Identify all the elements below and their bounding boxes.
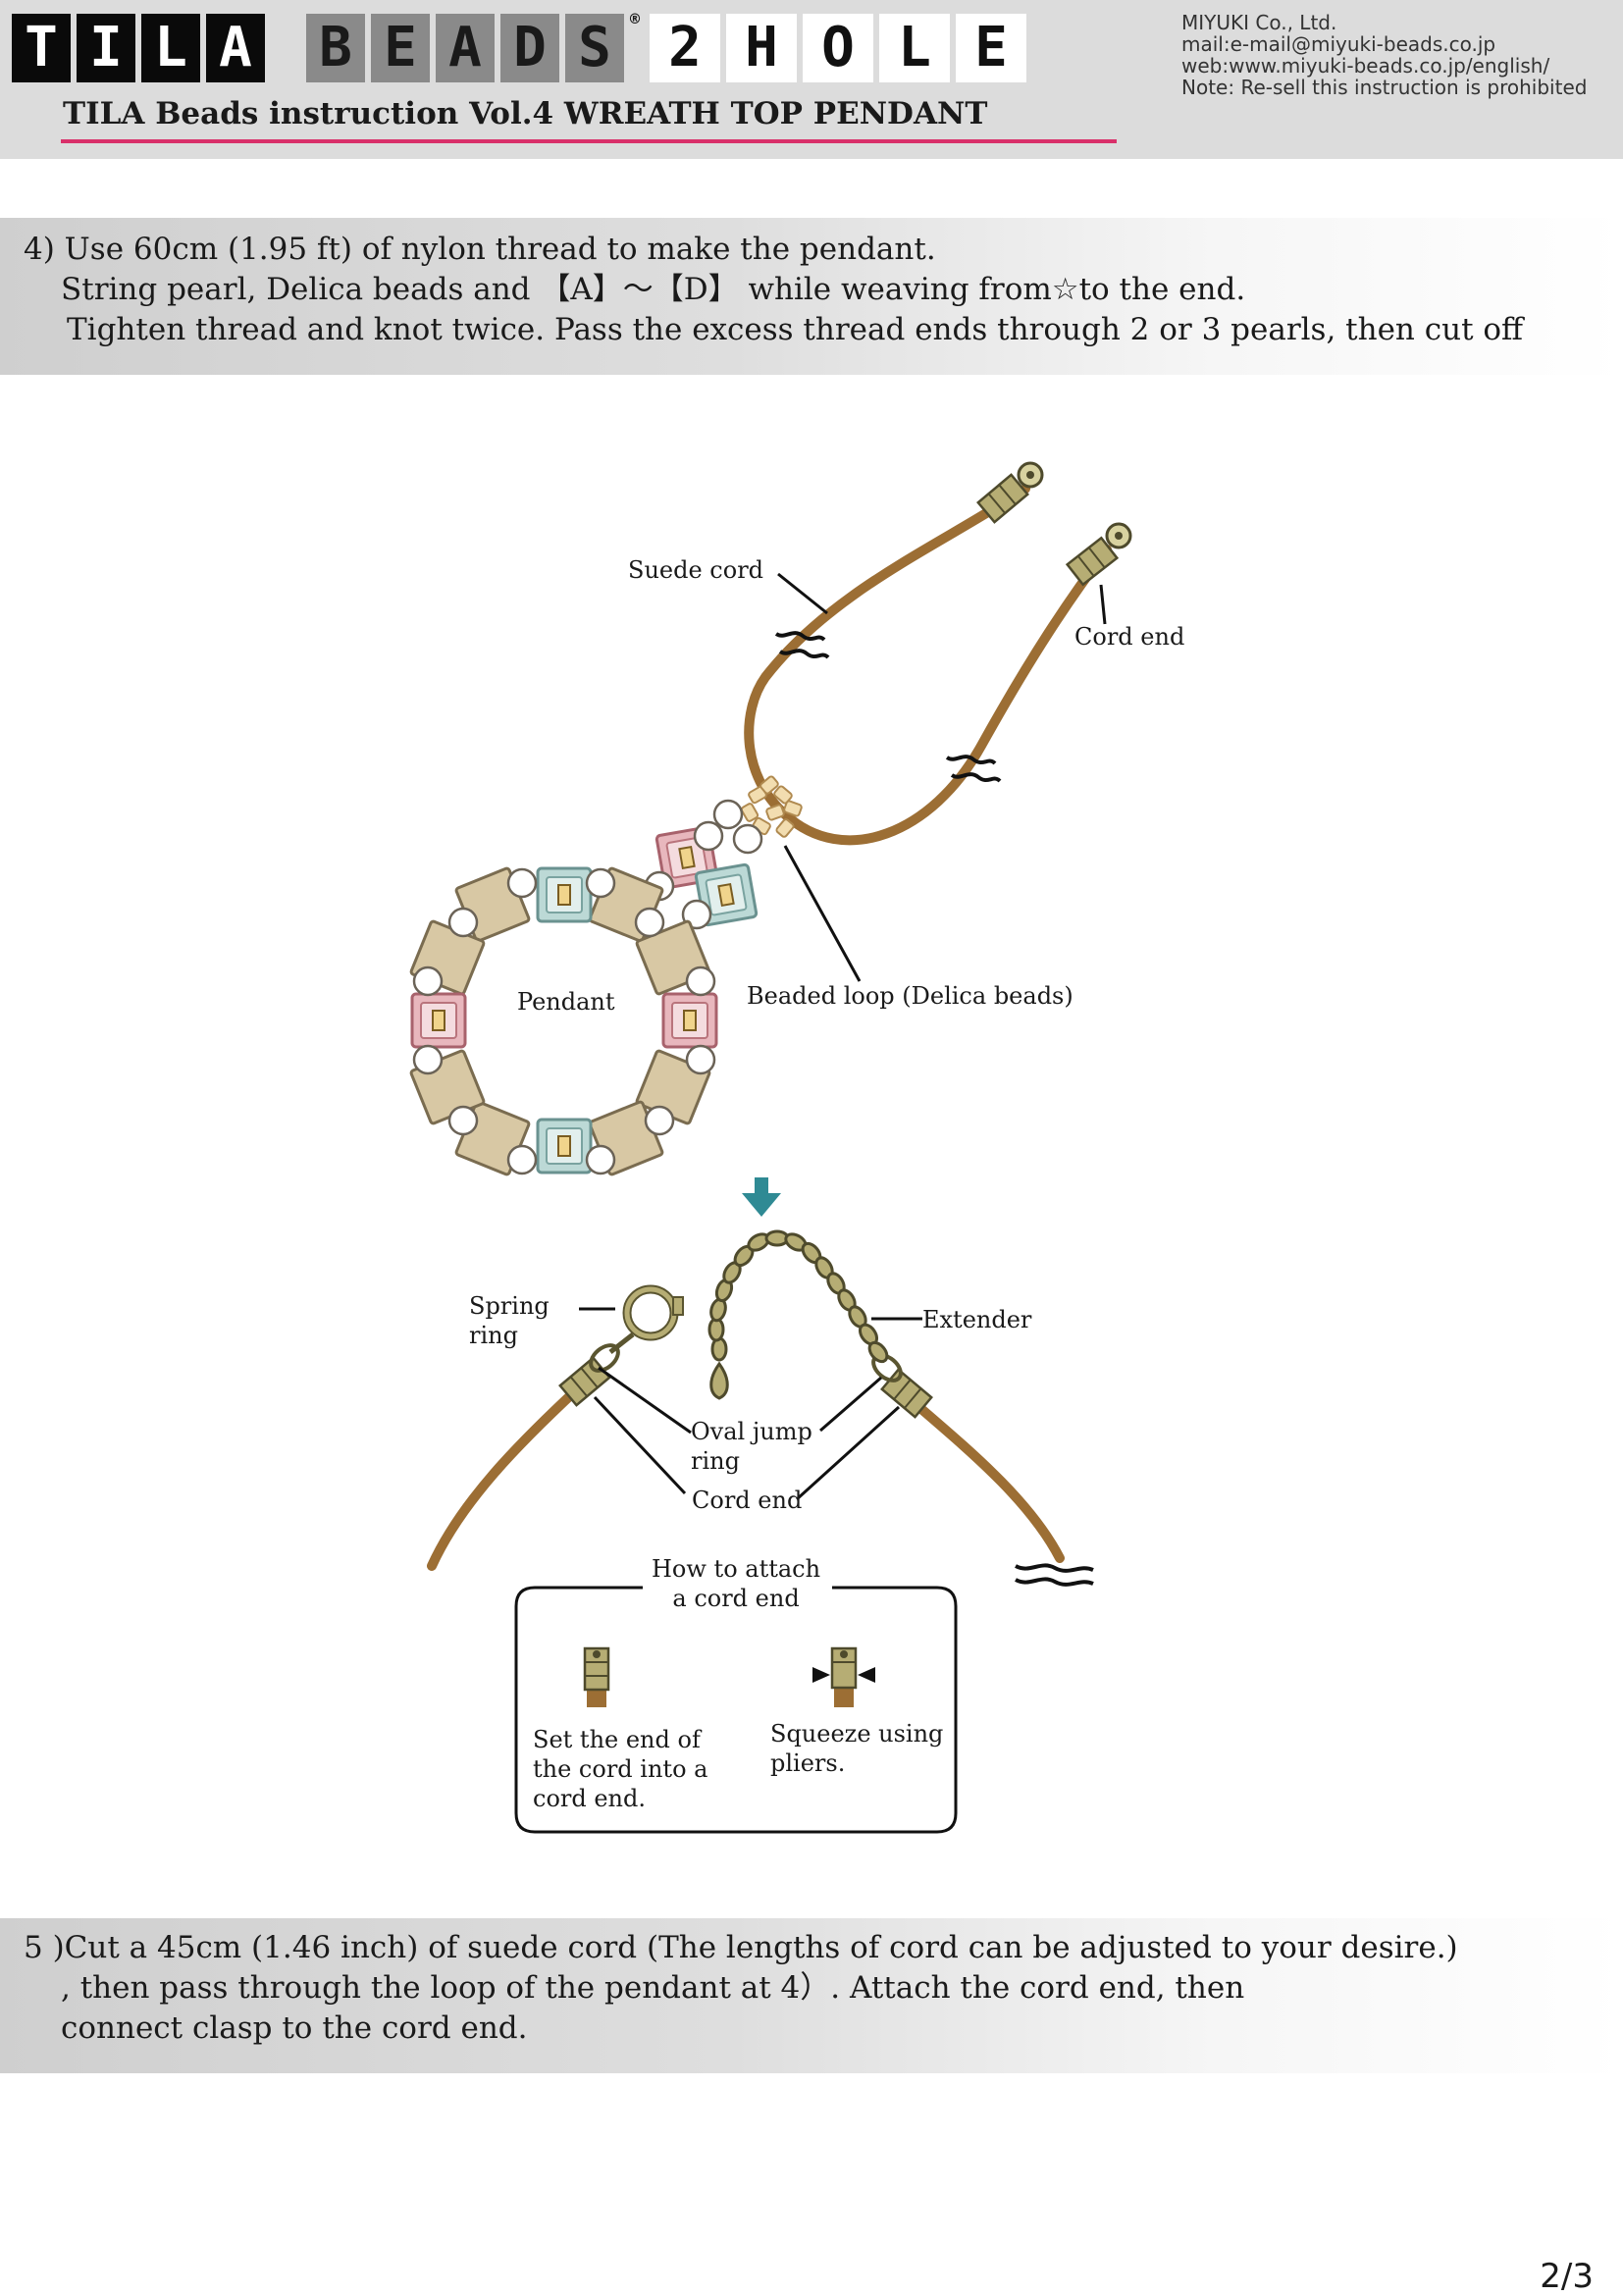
label-spring-ring: Spring ring [469,1292,550,1349]
company-info: MIYUKI Co., Ltd. mail:e-mail@miyuki-bead… [1181,12,1587,98]
label-cord-end-top: Cord end [1074,623,1185,651]
beaded-loop [740,775,803,838]
how-to-step-squeeze: Squeeze using pliers. [770,1720,944,1777]
company-web: web:www.miyuki-beads.co.jp/english/ [1181,54,1550,78]
how-to-box [514,1586,958,1834]
resell-note: Note: Re-sell this instruction is prohib… [1181,76,1588,99]
cord-break-mark [1015,1563,1094,1587]
cord-end-set-icon [583,1646,610,1707]
logo-letter: E [371,14,430,82]
title-underline [61,139,1117,143]
suede-cord-top [744,484,1112,846]
cord-break-mark [774,631,1002,783]
step-4-instructions: 4) Use 60cm (1.95 ft) of nylon thread to… [0,218,1623,375]
how-to-step-set: Set the end of the cord into a cord end. [533,1726,708,1812]
pendant-connector [644,799,763,930]
label-suede-cord: Suede cord [628,556,764,584]
step-4-line: Tighten thread and knot twice. Pass the … [67,312,1524,347]
company-name: MIYUKI Co., Ltd. [1181,11,1337,34]
step-5-line: connect clasp to the cord end. [61,2010,528,2046]
logo-letter: E [956,14,1026,82]
logo-letter: T [12,14,71,82]
step-5-instructions: 5 )Cut a 45cm (1.46 inch) of suede cord … [0,1918,1623,2073]
label-cord-end-bottom: Cord end [692,1487,803,1514]
wreath-pendant [408,865,718,1177]
cord-end-top-left [976,461,1044,524]
step-4-line: String pearl, Delica beads and 【A】～【D】 w… [61,272,1246,307]
pliers-squeeze-icon [812,1646,875,1707]
logo-letter: 2 [650,14,720,82]
step-4-line: 4) Use 60cm (1.95 ft) of nylon thread to… [24,232,936,267]
leader-lines-bottom [579,1307,922,1501]
logo-letter: D [500,14,559,82]
suede-cord-bottom [427,1384,1065,1571]
extender-chain [707,1229,889,1400]
leader-lines-top [777,572,1107,982]
logo-letter: O [803,14,873,82]
label-beaded-loop: Beaded loop (Delica beads) [747,982,1073,1010]
page-number: 2/3 [1540,2257,1594,2296]
logo-letter: I [77,14,135,82]
page-header: T I L A B E A D S ® 2 H O L E TILA Beads… [0,0,1623,159]
label-pendant: Pendant [517,988,615,1016]
logo-letter: A [436,14,495,82]
registered-mark: ® [628,12,642,27]
tila-beads-2hole-logo: T I L A B E A D S ® 2 H O L E [12,12,1032,82]
logo-letter: A [206,14,265,82]
logo-letter: B [306,14,365,82]
cord-end-top-right [1066,522,1132,587]
page-title: TILA Beads instruction Vol.4 WREATH TOP … [63,96,988,131]
logo-letter: L [141,14,200,82]
step-5-line: , then pass through the loop of the pend… [61,1970,1245,2006]
step-5-line: 5 )Cut a 45cm (1.46 inch) of suede cord … [24,1930,1458,1965]
company-email: mail:e-mail@miyuki-beads.co.jp [1181,32,1496,56]
how-to-title: How to attach a cord end [652,1555,821,1612]
logo-letter: H [726,14,797,82]
logo-letter: L [879,14,950,82]
spring-ring-clasp [608,1284,684,1354]
down-arrow-icon [742,1177,781,1217]
label-oval-jump-ring: Oval jump ring [691,1418,812,1475]
logo-letter: S [565,14,624,82]
label-extender: Extender [922,1306,1032,1333]
